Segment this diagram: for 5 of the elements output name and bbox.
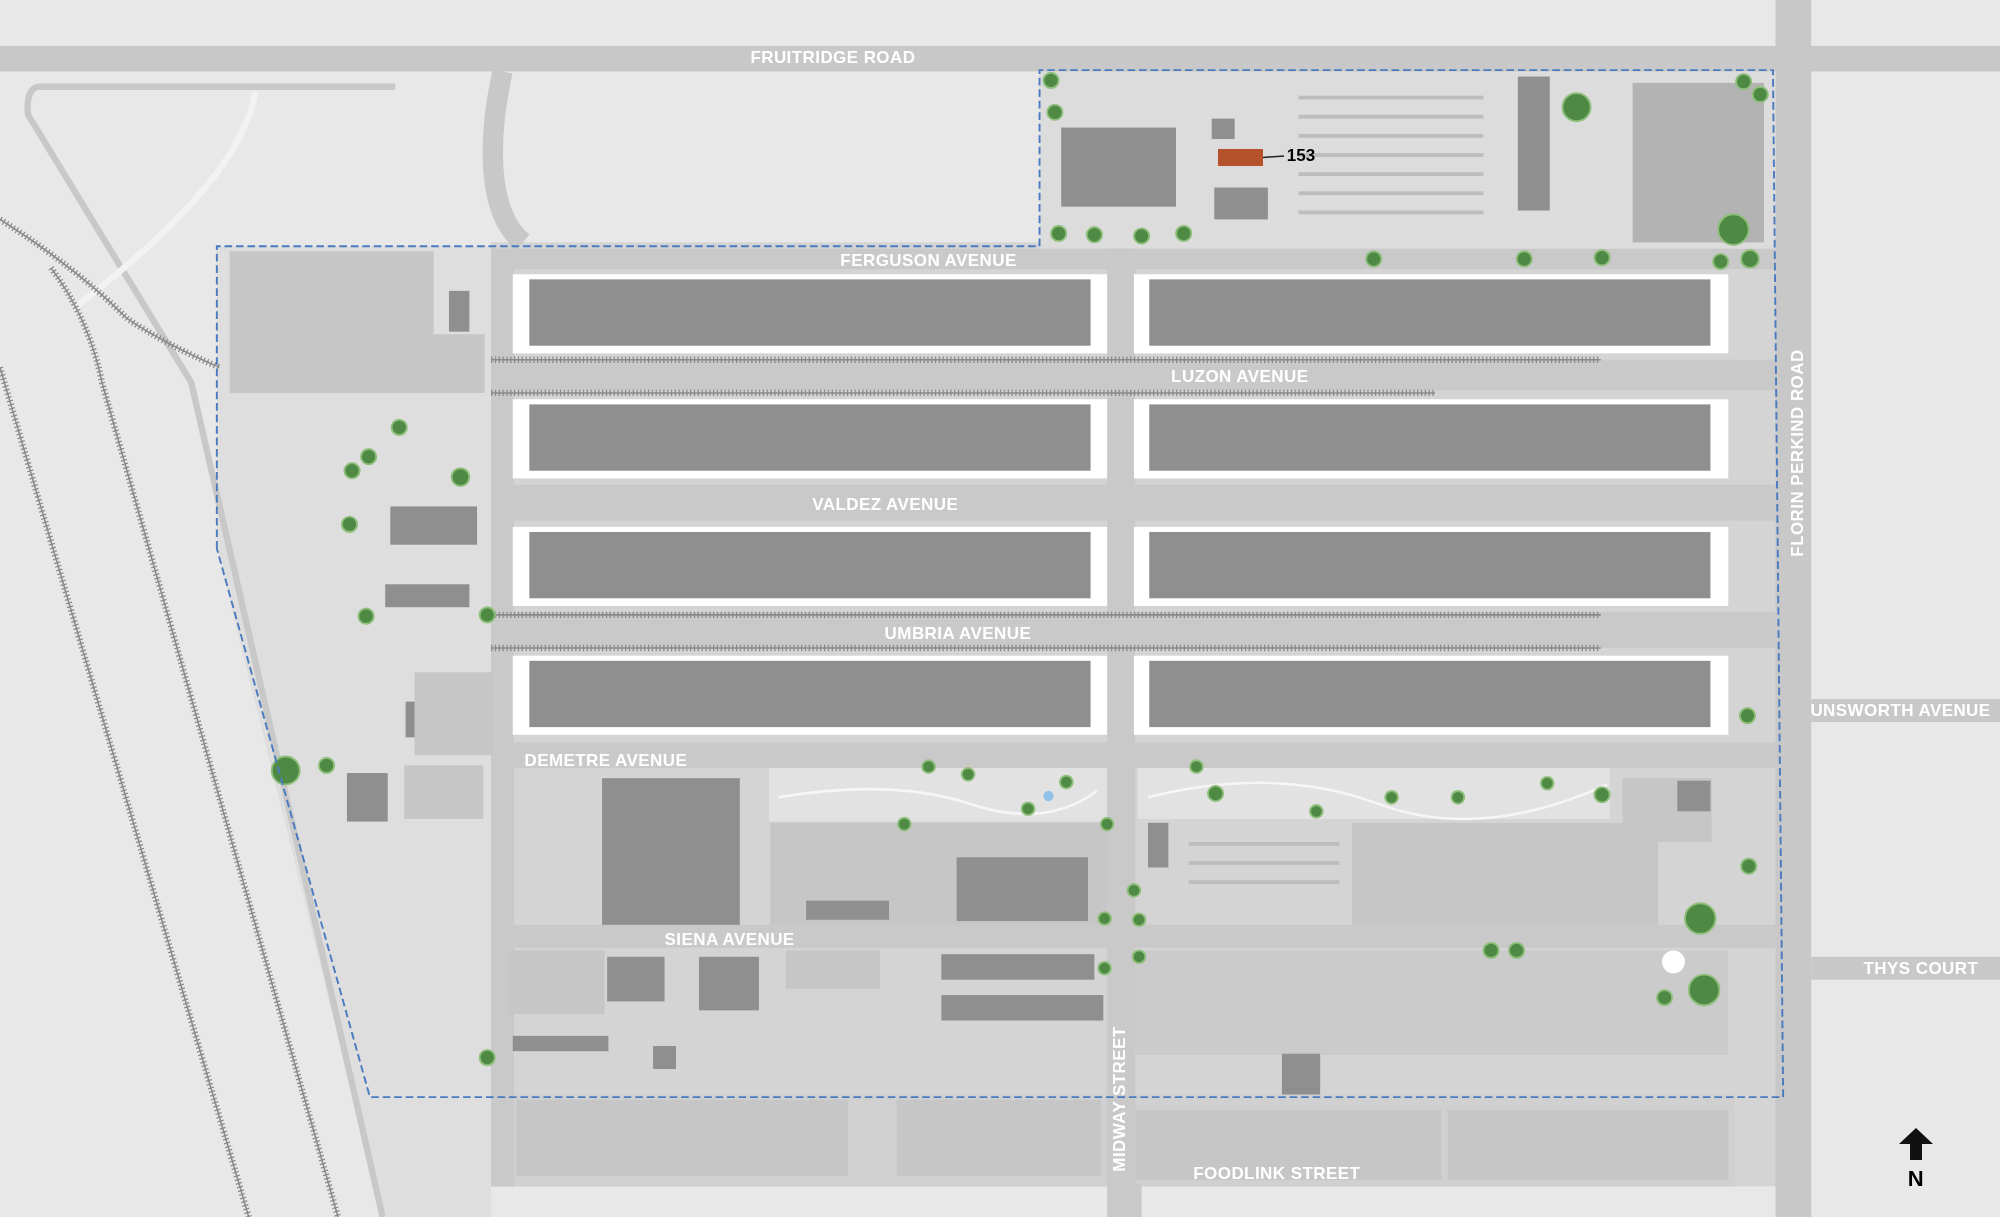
street-label: FOODLINK STREET: [1193, 1164, 1361, 1182]
callout-number: 153: [1284, 145, 1318, 167]
highlighted-building: [1218, 149, 1263, 166]
north-label: N: [1907, 1167, 1924, 1190]
leader-line: [1262, 155, 1285, 159]
